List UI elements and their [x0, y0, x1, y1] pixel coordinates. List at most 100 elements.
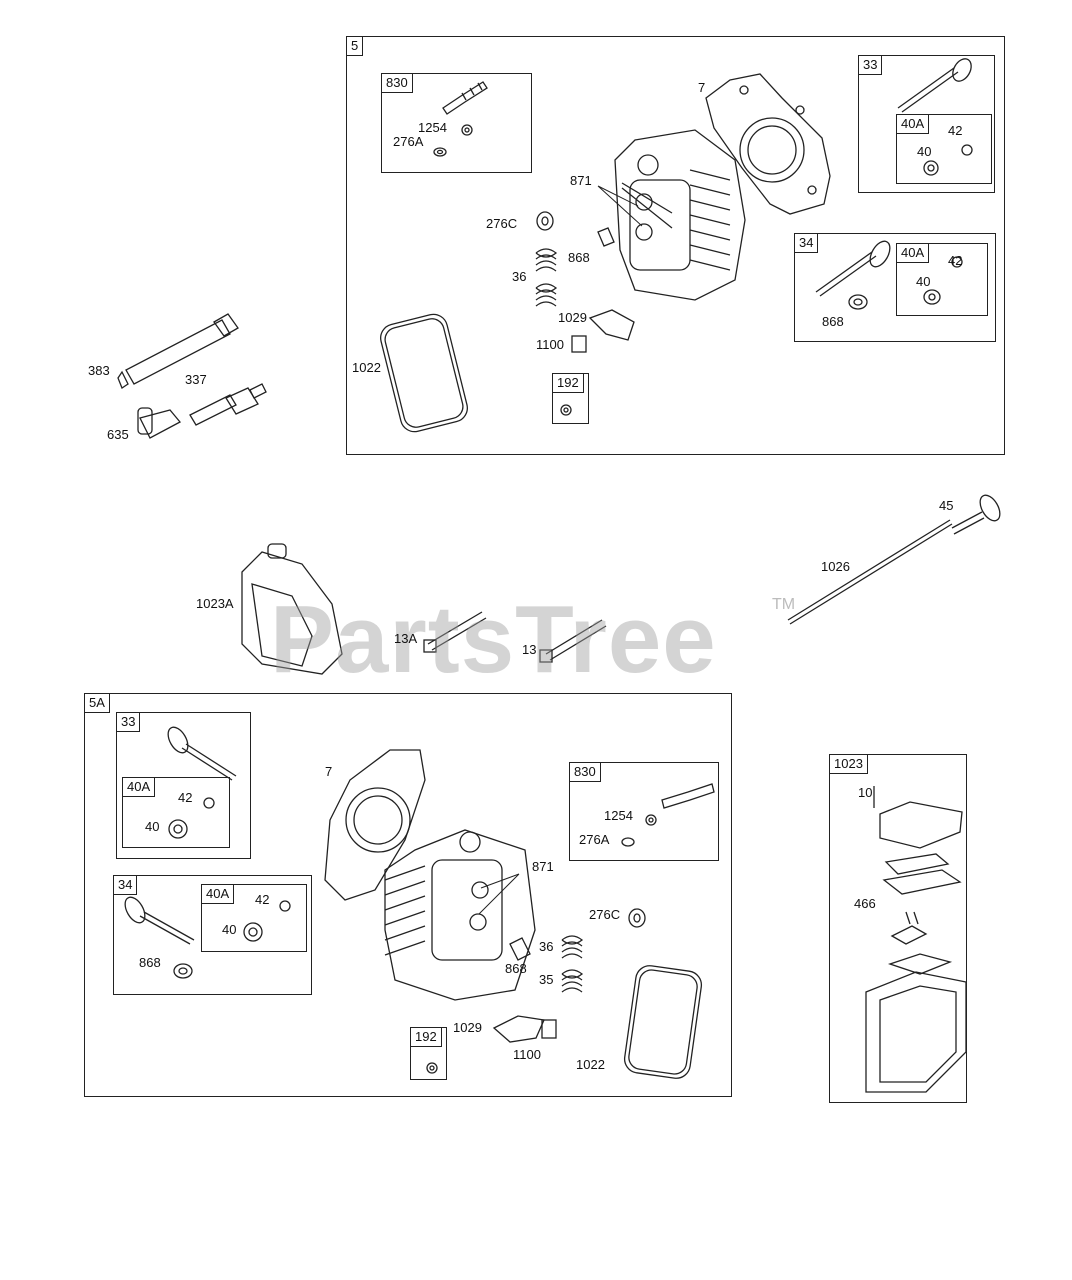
- stud-830-bot: [621, 783, 715, 847]
- label-635: 635: [107, 427, 129, 442]
- kit-tag-1023: 1023: [829, 754, 868, 774]
- label-1026: 1026: [821, 559, 850, 574]
- label-40-bot-2: 40: [222, 922, 237, 937]
- kit-tag-34-top: 34: [794, 233, 819, 253]
- kit-box-40a-top-1: 40A: [896, 114, 992, 184]
- label-466: 466: [854, 896, 876, 911]
- washer-276c-bot: [628, 908, 646, 928]
- kit-box-830-bot: 830: [569, 762, 719, 861]
- label-276a-bot: 276A: [579, 832, 610, 847]
- label-871-top: 871: [570, 173, 592, 188]
- label-1022-bot: 1022: [576, 1057, 605, 1072]
- cylinder-head-bot: [384, 829, 536, 1001]
- watermark-trademark: TM: [772, 596, 796, 613]
- label-337: 337: [185, 372, 207, 387]
- head-gasket-top: [705, 73, 831, 215]
- screw-192-bot: [426, 1062, 438, 1074]
- label-10: 10: [858, 785, 873, 800]
- label-40-bot-1: 40: [145, 819, 160, 834]
- kit-box-40a-bot-2: 40A: [201, 884, 307, 952]
- kit-box-1023: 1023: [829, 754, 967, 1103]
- screw-192-top: [560, 404, 572, 416]
- kit-tag-40a-top-2: 40A: [896, 243, 930, 263]
- label-42-bot-1: 42: [178, 790, 193, 805]
- kit-box-5: 5: [346, 36, 1005, 455]
- label-42-top-1: 42: [948, 123, 963, 138]
- label-276a-top: 276A: [393, 134, 424, 149]
- kit-tag-33-bot: 33: [116, 712, 141, 732]
- label-7-top: 7: [698, 80, 706, 95]
- label-7-bot: 7: [325, 764, 333, 779]
- valve-cover-assembly-1023: [865, 801, 967, 1093]
- kit-tag-40a-bot-2: 40A: [201, 884, 235, 904]
- spark-plug-wrench-383: [117, 313, 239, 389]
- label-40-top-1: 40: [917, 144, 932, 159]
- stud-830-top: [433, 81, 488, 157]
- label-35-bot: 35: [539, 972, 554, 987]
- valve-springs-top: [535, 248, 558, 307]
- kit-box-40a-top-2: 40A: [896, 243, 988, 316]
- valve-45: [951, 494, 1001, 535]
- label-276c-top: 276C: [486, 216, 518, 231]
- label-36-top: 36: [512, 269, 527, 284]
- valve-guide-868-top: [597, 227, 615, 247]
- label-868-bot: 868: [505, 961, 527, 976]
- valve-33-top: [897, 58, 973, 176]
- bolt-13a: [423, 611, 487, 653]
- kit-tag-830-top: 830: [381, 73, 413, 93]
- label-40-top-2: 40: [916, 274, 931, 289]
- bolt-13: [539, 619, 607, 663]
- label-1254-top: 1254: [418, 120, 447, 135]
- label-36-bot: 36: [539, 939, 554, 954]
- kit-box-5a: 5A: [84, 693, 732, 1097]
- valve-34-top: [815, 240, 963, 310]
- kit-tag-40a-top-1: 40A: [896, 114, 930, 134]
- nut-1100-top: [571, 335, 587, 353]
- washer-276c-top: [536, 211, 554, 231]
- label-1029-top: 1029: [558, 310, 587, 325]
- kit-tag-192-top: 192: [552, 373, 584, 393]
- label-1029-bot: 1029: [453, 1020, 482, 1035]
- label-871-bot: 871: [532, 859, 554, 874]
- gasket-1022-top: [380, 313, 468, 433]
- watermark: PartsTree: [270, 586, 717, 693]
- label-1100-top: 1100: [536, 337, 564, 352]
- kit-tag-192-bot: 192: [410, 1027, 442, 1047]
- kit-box-34-top: 34: [794, 233, 996, 342]
- valve-34-bot: [124, 896, 291, 979]
- rocker-1029-top: [588, 309, 635, 341]
- label-276c-bot: 276C: [589, 907, 621, 922]
- label-868-bot-2: 868: [139, 955, 161, 970]
- valve-cover-1023a: [241, 543, 343, 675]
- kit-tag-830-bot: 830: [569, 762, 601, 782]
- kit-box-192-bot: 192: [410, 1027, 447, 1080]
- gasket-1022-bot: [623, 965, 703, 1079]
- kit-tag-34-bot: 34: [113, 875, 138, 895]
- kit-box-40a-bot-1: 40A: [122, 777, 230, 848]
- spark-plug-boot-635: [137, 407, 182, 439]
- kit-tag-5: 5: [346, 36, 364, 56]
- spark-plug-337: [189, 383, 267, 426]
- label-13: 13: [522, 642, 537, 657]
- kit-tag-40a-bot-1: 40A: [122, 777, 156, 797]
- kit-box-192-top: 192: [552, 373, 589, 424]
- head-gasket-bot: [324, 749, 426, 901]
- label-868-top-2: 868: [822, 314, 844, 329]
- kit-box-34-bot: 34: [113, 875, 312, 995]
- label-13a: 13A: [394, 631, 418, 646]
- rocker-1029-bot: [492, 1015, 545, 1043]
- label-45: 45: [939, 498, 954, 513]
- kit-tag-33-top: 33: [858, 55, 883, 75]
- kit-box-33-top: 33: [858, 55, 995, 193]
- pushrod-1026: [787, 519, 953, 625]
- label-42-top-2: 42: [948, 253, 963, 268]
- label-1022-top: 1022: [352, 360, 381, 375]
- kit-box-830-top: 830: [381, 73, 532, 173]
- valve-springs-bot: [561, 935, 584, 993]
- kit-box-33-bot: 33: [116, 712, 251, 859]
- label-42-bot-2: 42: [255, 892, 270, 907]
- label-868-top: 868: [568, 250, 590, 265]
- valve-33-bot: [167, 726, 237, 839]
- cylinder-head-top: [614, 129, 746, 301]
